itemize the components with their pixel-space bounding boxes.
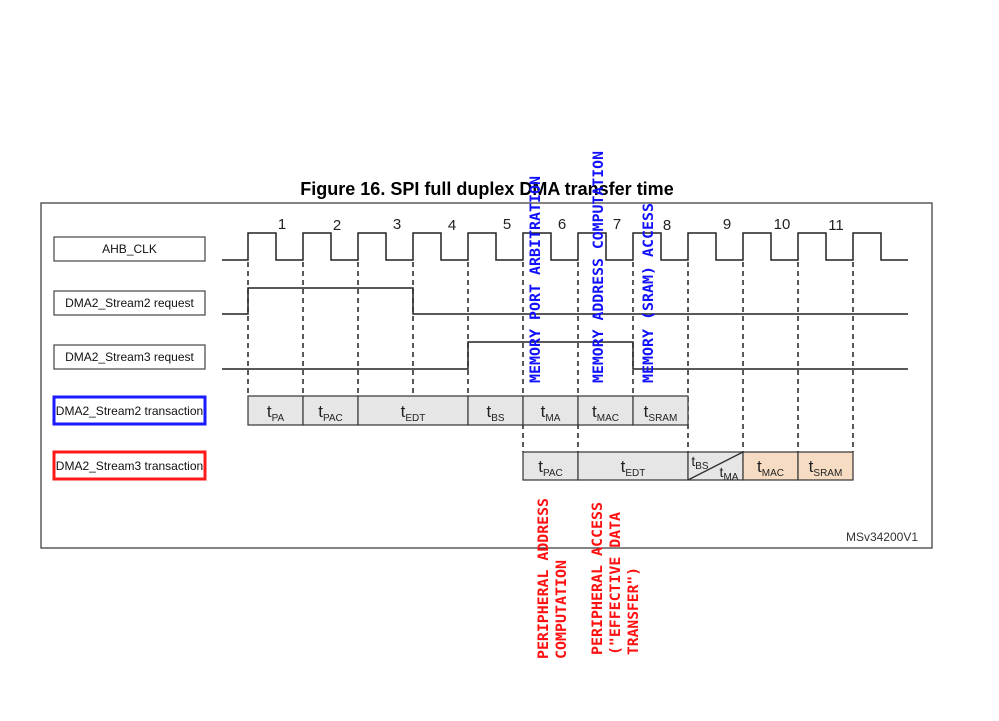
annotation-peripheral-address-computation: PERIPHERAL ADDRESS COMPUTATION: [536, 498, 570, 659]
figure-reference: MSv34200V1: [846, 530, 918, 544]
tr2-segment-label: tPAC: [318, 402, 343, 424]
annotation-memory-port-arbitration: MEMORY PORT ARBITRATION: [528, 176, 544, 383]
annotation-peripheral-access: PERIPHERAL ACCESS ("EFFECTIVE DATA TRANS…: [590, 502, 642, 655]
cycle-number: 7: [613, 216, 621, 233]
req2-waveform: [222, 287, 908, 315]
tr2-segment: [467, 395, 524, 426]
req3-waveform: [222, 341, 908, 370]
tr3-segment: [577, 451, 689, 481]
cycle-number: 4: [448, 217, 456, 234]
cycle-number: 8: [663, 217, 671, 234]
tr3-label: DMA2_Stream3 transaction: [56, 459, 203, 473]
tr3-segment: [797, 451, 854, 481]
clk-waveform: [222, 232, 908, 261]
cycle-number: 6: [558, 216, 566, 233]
tr3-segment-label: tPAC: [538, 457, 563, 479]
req3-label-box: [53, 344, 206, 370]
tr2-segment-label: tEDT: [401, 402, 426, 424]
annotation-memory-sram-access: MEMORY (SRAM) ACCESS: [641, 203, 657, 383]
cycle-number: 3: [393, 216, 401, 233]
tr2-segment: [522, 395, 579, 426]
diagram-frame: [40, 202, 933, 549]
tr3-segment: [522, 451, 579, 481]
cycle-number: 1: [278, 216, 286, 233]
annotation-memory-address-computation: MEMORY ADDRESS COMPUTATION: [591, 151, 607, 383]
tr3-label-box: [52, 450, 207, 481]
tr2-label: DMA2_Stream2 transaction: [56, 404, 203, 418]
cycle-number: 2: [333, 217, 341, 234]
annotation-line: ("EFFECTIVE DATA: [608, 511, 624, 655]
clk-label: AHB_CLK: [102, 242, 157, 256]
tr2-segment-label: tSRAM: [644, 402, 678, 424]
annotation-line: COMPUTATION: [554, 560, 570, 659]
tr3-segment-label: tMAC: [757, 457, 784, 479]
tr2-segment: [357, 395, 469, 426]
req2-label-box: [53, 290, 206, 316]
stream3-transaction: tPAC tEDT tBS tMA tMAC tSRAM: [522, 451, 854, 483]
tr2-segment: [632, 395, 689, 426]
tr2-segment: [302, 395, 359, 426]
cycle-boundaries: [247, 262, 854, 452]
cycle-number: 5: [503, 216, 511, 233]
figure-title: Figure 16. SPI full duplex DMA transfer …: [300, 179, 673, 199]
tr3-segment-label: tEDT: [621, 457, 646, 479]
tr2-segment-label: tPA: [267, 402, 285, 424]
annotation-line: PERIPHERAL ADDRESS: [536, 498, 552, 659]
cycle-number: 10: [774, 216, 791, 233]
tr2-segment-label: tMA: [541, 402, 561, 424]
clk-label-box: [53, 236, 206, 262]
cycle-numbers: 1 2 3 4 5 6 7 8 9 10 11: [278, 216, 844, 234]
cycle-number: 11: [828, 217, 844, 234]
cycle-number: 9: [723, 216, 731, 233]
tr3-segment-label: tSRAM: [809, 457, 843, 479]
tr2-segment-label: tBS: [486, 402, 504, 424]
tr3-split-label-upper: tBS: [691, 453, 709, 472]
annotation-line: PERIPHERAL ACCESS: [590, 502, 606, 655]
req3-label: DMA2_Stream3 request: [65, 350, 194, 364]
tr2-label-box: [52, 395, 207, 426]
stream2-transaction: tPA tPAC tEDT tBS tMA tMAC tSRAM: [247, 395, 689, 426]
tr2-segment: [577, 395, 634, 426]
tr3-segment: [742, 451, 799, 481]
req2-label: DMA2_Stream2 request: [65, 296, 194, 310]
tr2-segment-label: tMAC: [592, 402, 619, 424]
tr3-split-diagonal: [687, 451, 744, 481]
tr3-split-label-lower: tMA: [720, 464, 739, 483]
annotation-line: TRANSFER"): [626, 567, 642, 655]
